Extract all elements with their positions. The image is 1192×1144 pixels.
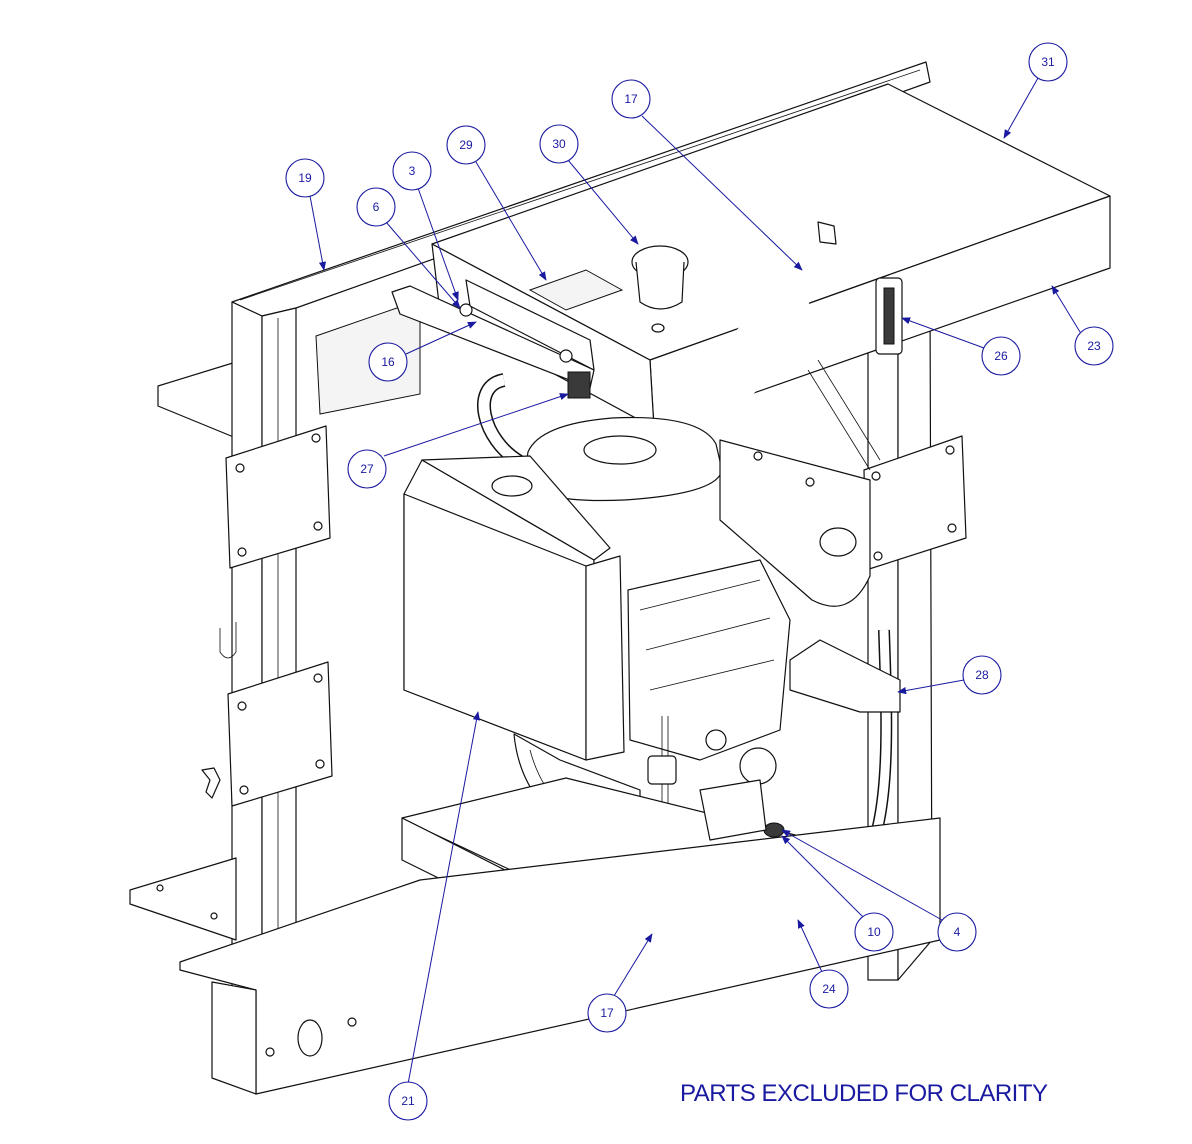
leader-4 xyxy=(781,829,943,921)
leader-30 xyxy=(567,159,639,245)
svg-text:28: 28 xyxy=(975,668,989,682)
leader-17-bottom xyxy=(613,933,653,997)
leader-19 xyxy=(309,195,327,271)
callout-leaders xyxy=(309,77,1081,1085)
leader-29 xyxy=(475,161,547,281)
leader-21 xyxy=(407,711,481,1085)
leader-16 xyxy=(405,321,477,355)
callout-21[interactable]: 21 xyxy=(388,1081,428,1121)
callout-10[interactable]: 10 xyxy=(854,912,894,952)
svg-text:19: 19 xyxy=(298,171,312,185)
mount-plate-lower-left xyxy=(227,661,333,807)
rear-shelf xyxy=(789,639,901,713)
leader-3 xyxy=(417,187,459,301)
leader-27 xyxy=(383,393,569,457)
mount-plate-upper-left xyxy=(225,425,331,569)
back-panel xyxy=(315,299,421,415)
leader-10 xyxy=(781,835,865,919)
leader-24 xyxy=(797,919,823,973)
svg-text:24: 24 xyxy=(822,982,836,996)
callout-23[interactable]: 23 xyxy=(1074,326,1114,366)
callout-27[interactable]: 27 xyxy=(347,449,387,489)
leader-23 xyxy=(1051,285,1081,333)
callout-4[interactable]: 4 xyxy=(937,912,977,952)
fuel-filter-upper xyxy=(647,755,677,785)
callout-28[interactable]: 28 xyxy=(962,655,1002,695)
callout-17-bottom[interactable]: 17 xyxy=(587,993,627,1033)
engine-block xyxy=(627,559,791,761)
left-lower-tab xyxy=(129,857,237,941)
svg-text:17: 17 xyxy=(600,1006,614,1020)
callout-3[interactable]: 3 xyxy=(392,151,432,191)
callout-31[interactable]: 31 xyxy=(1028,42,1068,82)
leader-17-top xyxy=(641,115,803,271)
bracket-rail xyxy=(391,285,595,389)
tank-label xyxy=(528,269,624,311)
connector-block xyxy=(567,371,591,399)
lower-bracket xyxy=(699,779,767,841)
svg-text:27: 27 xyxy=(360,462,374,476)
svg-text:26: 26 xyxy=(994,349,1008,363)
svg-text:6: 6 xyxy=(373,200,380,214)
svg-text:16: 16 xyxy=(381,355,395,369)
leader-31 xyxy=(1003,77,1039,139)
callout-30[interactable]: 30 xyxy=(539,124,579,164)
leader-6 xyxy=(385,221,461,309)
leader-28 xyxy=(897,679,965,695)
svg-text:17: 17 xyxy=(624,92,638,106)
callout-16[interactable]: 16 xyxy=(368,342,408,382)
assembly-drawing xyxy=(129,61,1111,1095)
svg-text:29: 29 xyxy=(459,138,473,152)
leader-26 xyxy=(901,317,985,349)
svg-text:3: 3 xyxy=(409,164,416,178)
svg-text:23: 23 xyxy=(1087,339,1101,353)
svg-text:4: 4 xyxy=(954,925,961,939)
callout-17-top[interactable]: 17 xyxy=(611,79,651,119)
callout-29[interactable]: 29 xyxy=(446,125,486,165)
svg-text:21: 21 xyxy=(401,1094,415,1108)
callout-bubbles: 31 17 30 29 3 19 6 16 26 23 27 xyxy=(285,42,1114,1121)
callout-26[interactable]: 26 xyxy=(981,336,1021,376)
callout-6[interactable]: 6 xyxy=(356,187,396,227)
parts-excluded-note: PARTS EXCLUDED FOR CLARITY xyxy=(680,1080,1048,1107)
callout-24[interactable]: 24 xyxy=(809,969,849,1009)
svg-text:31: 31 xyxy=(1041,55,1055,69)
muffler xyxy=(719,439,871,607)
svg-text:30: 30 xyxy=(552,137,566,151)
callout-19[interactable]: 19 xyxy=(285,158,325,198)
left-shelf xyxy=(157,361,237,439)
svg-text:10: 10 xyxy=(867,925,881,939)
